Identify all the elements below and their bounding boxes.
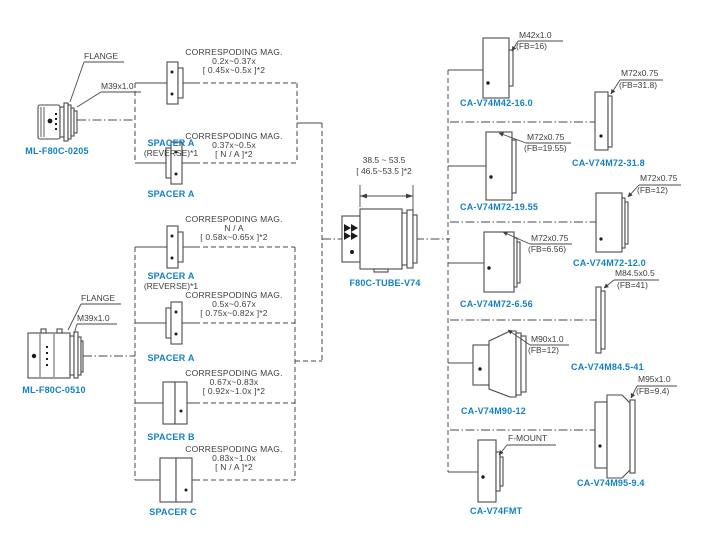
mag-alt: [ N / A ]*2 — [215, 462, 253, 472]
label-tube: F80C-TUBE-V74 — [349, 278, 421, 288]
dim-arrow-right — [406, 193, 413, 199]
adapter-ca-v74m72-31-8-drawing — [594, 91, 613, 151]
adapter-ca-v74m84-5-41-drawing — [595, 286, 606, 354]
adapter-ca-v74fmt-drawing — [477, 439, 504, 503]
mag-alt: [ 0.45x~0.5x ]*2 — [202, 65, 266, 75]
label-ca-v74fmt: CA-V74FMT — [470, 506, 523, 516]
mag-title: CORRESPODING MAG. — [185, 290, 283, 300]
tube-dim-range: 38.5 ~ 53.5 — [362, 155, 406, 165]
flange-label-camera2: FLANGE — [81, 293, 116, 303]
mag-title: CORRESPODING MAG. — [185, 131, 283, 141]
spacer-a-reverse-bottom-drawing — [166, 225, 184, 269]
thread-label-m72-12-0: M72x0.75 — [640, 173, 678, 183]
mag-alt: [ N / A ]*2 — [215, 149, 253, 159]
label-camera2: ML-F80C-0510 — [22, 385, 86, 395]
leader-lines — [67, 40, 681, 456]
camera-ml-f80c-0510-drawing — [27, 328, 84, 379]
mag-alt: [ 0.75x~0.82x ]*2 — [200, 308, 268, 318]
label-ca-v74m84-5-41: CA-V74M84.5-41 — [571, 362, 644, 372]
note-reverse-row1: (REVERSE)*1 — [143, 148, 199, 158]
spacer-b-drawing — [162, 381, 188, 425]
thread-label-m95: M95x1.0 — [638, 374, 671, 384]
label-spacer-row6: SPACER C — [149, 507, 197, 517]
mag-note-row1: CORRESPODING MAG. 0.2x~0.37x [ 0.45x~0.5… — [168, 48, 300, 75]
adapter-ca-v74m72-12-0-drawing — [595, 192, 629, 253]
fb-label-m72-12-0: (FB=12) — [637, 185, 668, 195]
dimension-lines — [359, 185, 414, 210]
mag-range: 0.37x~0.5x — [212, 140, 256, 150]
fb-label-m72-6-56: (FB=6.56) — [528, 244, 567, 254]
thread-label-m72-6-56: M72x0.75 — [531, 233, 569, 243]
mag-note-row6: CORRESPODING MAG. 0.83x~1.0x [ N / A ]*2 — [168, 445, 300, 472]
mag-range: 0.2x~0.37x — [212, 56, 256, 66]
mag-range: N / A — [224, 223, 244, 233]
adapter-ca-v74m72-19-55-drawing — [485, 131, 517, 201]
fb-label-m90: (FB=12) — [528, 345, 559, 355]
thread-label-m72-31-8: M72x0.75 — [621, 68, 659, 78]
note-reverse-row3: (REVERSE)*1 — [143, 281, 199, 291]
label-ca-v74m72-19-55: CA-V74M72-19.55 — [460, 202, 539, 212]
flange-label-camera1: FLANGE — [84, 51, 119, 61]
mag-title: CORRESPODING MAG. — [185, 214, 283, 224]
label-spacer-row4: SPACER A — [147, 353, 195, 363]
mag-range: 0.83x~1.0x — [212, 453, 256, 463]
label-ca-v74m90-12: CA-V74M90-12 — [461, 406, 526, 416]
mag-alt: [ 0.58x~0.65x ]*2 — [200, 232, 268, 242]
fb-label-m95: (FB=9.4) — [636, 386, 670, 396]
mag-range: 0.67x~0.83x — [209, 377, 259, 387]
thread-label-camera2: M39x1.0 — [77, 313, 110, 323]
mag-title: CORRESPODING MAG. — [185, 368, 283, 378]
adapter-ca-v74m72-6-56-drawing — [483, 231, 521, 293]
mag-title: CORRESPODING MAG. — [185, 47, 283, 57]
fb-label-m42: (FB=16) — [516, 41, 547, 51]
label-ca-v74m72-12-0: CA-V74M72-12.0 — [573, 258, 646, 268]
mag-alt: [ 0.92x~1.0x ]*2 — [202, 386, 266, 396]
thread-label-fmount: F-MOUNT — [508, 433, 548, 443]
fb-label-m72-31-8: (FB=31.8) — [619, 80, 658, 90]
thread-label-m90: M90x1.0 — [531, 334, 564, 344]
dim-arrow-left — [360, 193, 367, 199]
label-ca-v74m95-9-4: CA-V74M95-9.4 — [577, 478, 645, 488]
adapter-ca-v74m90-12-drawing — [472, 330, 527, 398]
camera-ml-f80c-0205-drawing — [37, 102, 78, 142]
label-ca-v74m72-31-8: CA-V74M72-31.8 — [572, 158, 645, 168]
thread-label-m42: M42x1.0 — [519, 30, 552, 40]
adapter-ca-v74m95-9-4-drawing — [594, 394, 636, 479]
spacer-a-bottom-drawing — [165, 301, 183, 345]
label-spacer-row3: SPACER A — [147, 271, 195, 281]
label-spacer-row1: SPACER A — [147, 138, 195, 148]
adapter-ca-v74m42-16-0-drawing — [482, 37, 514, 99]
thread-label-m72-19-55: M72x0.75 — [527, 132, 565, 142]
thread-label-camera1: M39x1.0 — [101, 81, 134, 91]
fb-label-m84-5: (FB=41) — [617, 280, 648, 290]
tube-dim-alt: [ 46.5~53.5 ]*2 — [356, 166, 412, 176]
fb-label-m72-19-55: (FB=19.55) — [524, 143, 567, 153]
tube-f80c-tube-v74-drawing — [341, 208, 418, 273]
mag-range: 0.5x~0.67x — [212, 299, 256, 309]
label-spacer-row2: SPACER A — [147, 189, 195, 199]
thread-label-m84-5: M84.5x0.5 — [615, 268, 655, 278]
label-spacer-row5: SPACER B — [147, 432, 195, 442]
mag-title: CORRESPODING MAG. — [185, 444, 283, 454]
mag-note-row4: CORRESPODING MAG. 0.5x~0.67x [ 0.75x~0.8… — [168, 291, 300, 318]
label-ca-v74m72-6-56: CA-V74M72-6.56 — [460, 299, 533, 309]
mag-note-row3: CORRESPODING MAG. N / A [ 0.58x~0.65x ]*… — [168, 215, 300, 242]
spacer-a-top-drawing — [165, 141, 183, 185]
spacer-a-reverse-top-drawing — [166, 61, 184, 105]
spacer-c-drawing — [159, 457, 193, 503]
label-camera1: ML-F80C-0205 — [25, 146, 89, 156]
mag-note-row5: CORRESPODING MAG. 0.67x~0.83x [ 0.92x~1.… — [168, 369, 300, 396]
mag-note-row2: CORRESPODING MAG. 0.37x~0.5x [ N / A ]*2 — [168, 132, 300, 159]
label-ca-v74m42-16-0: CA-V74M42-16.0 — [460, 98, 533, 108]
